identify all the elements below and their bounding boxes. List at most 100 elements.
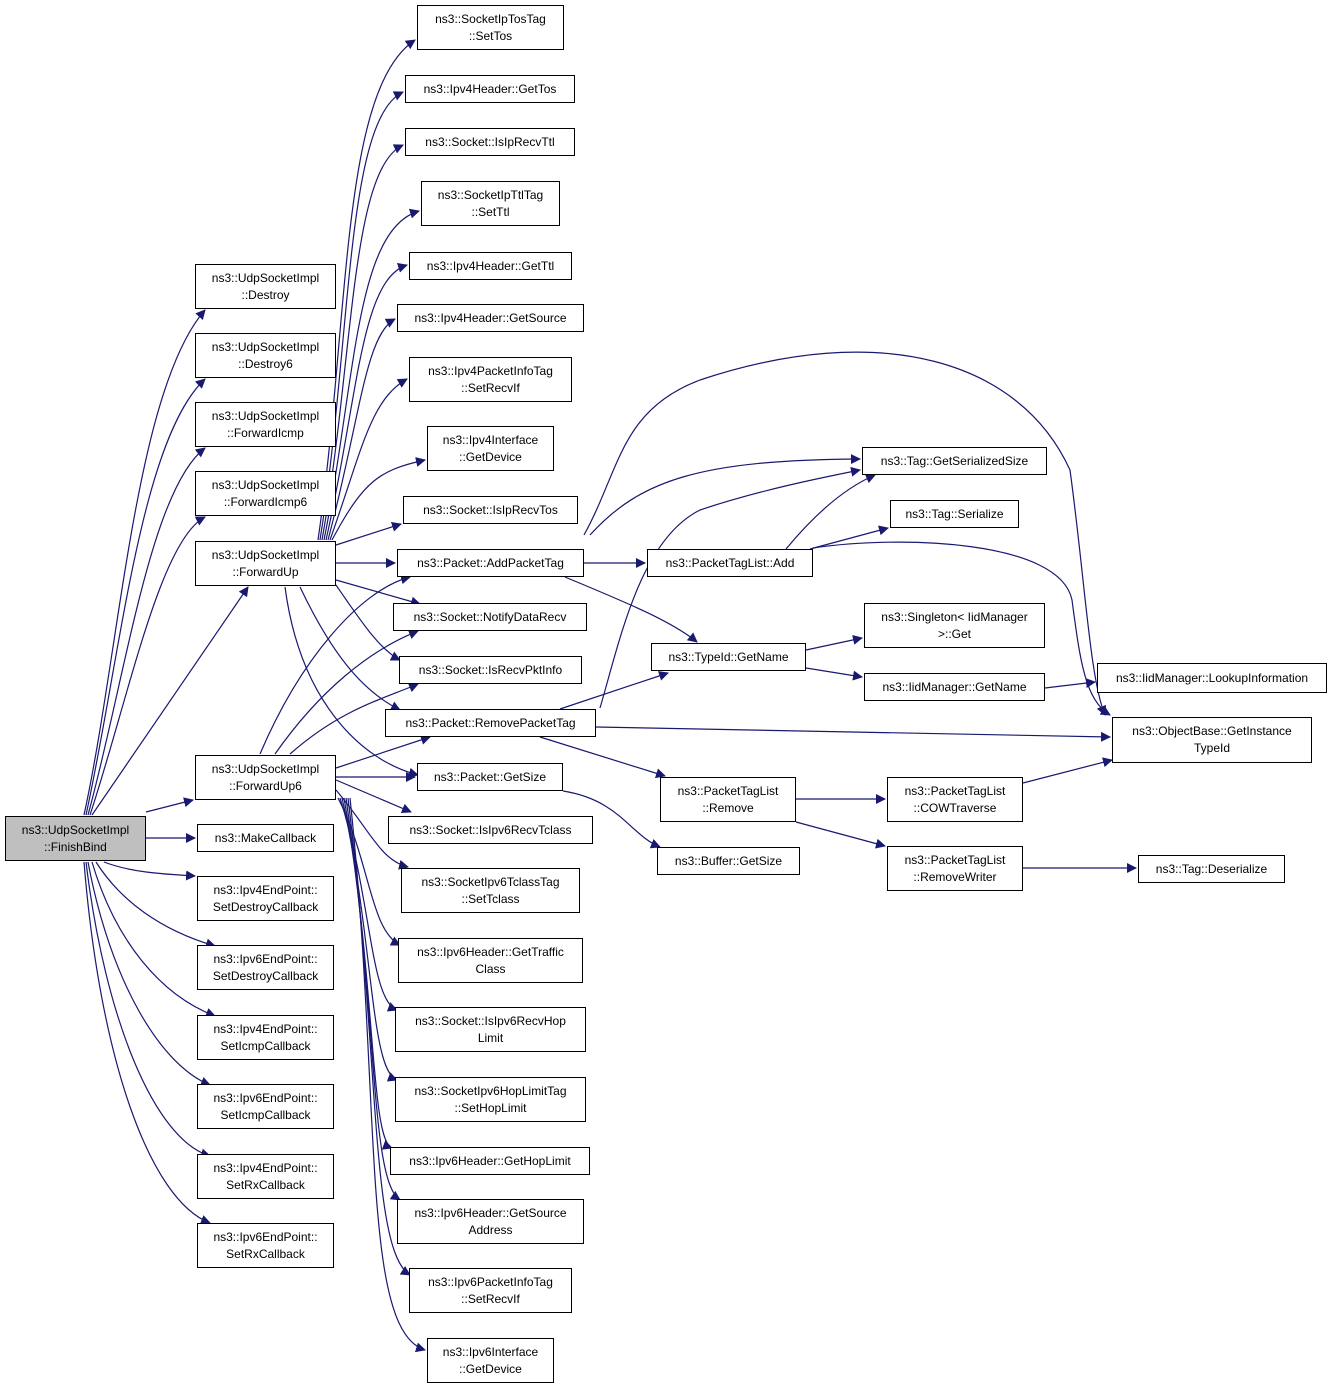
node-label-line: ::SetTos: [468, 28, 513, 43]
node-buffer-get-size[interactable]: ns3::Buffer::GetSize: [657, 847, 800, 875]
node-tag-get-serialized-size[interactable]: ns3::Tag::GetSerializedSize: [862, 447, 1047, 475]
node-ipv4-header-get-ttl[interactable]: ns3::Ipv4Header::GetTtl: [409, 252, 572, 280]
node-packet-tag-list-cow-traverse[interactable]: ns3::PacketTagList ::COWTraverse: [887, 777, 1023, 822]
node-label-line: TypeId: [1193, 741, 1231, 755]
node-label-line: Address: [468, 1222, 513, 1237]
node-label-line: ::Remove: [702, 800, 754, 815]
node-label-line: Limit: [477, 1030, 504, 1045]
node-ipv6-header-get-hop-limit[interactable]: ns3::Ipv6Header::GetHopLimit: [390, 1147, 590, 1175]
call-edge: [562, 790, 661, 849]
node-ipv6-header-get-traffic-class[interactable]: ns3::Ipv6Header::GetTraffic Class: [398, 938, 583, 983]
node-ipv6-endpoint-set-icmp-callback[interactable]: ns3::Ipv6EndPoint:: SetIcmpCallback: [197, 1084, 334, 1129]
node-make-callback[interactable]: ns3::MakeCallback: [197, 824, 334, 852]
call-edge: [795, 821, 886, 849]
node-packet-get-size[interactable]: ns3::Packet::GetSize: [417, 763, 563, 791]
node-label-line: ns3::Ipv4EndPoint::: [213, 1021, 318, 1036]
node-label-line: >::Get: [937, 626, 972, 641]
node-label-line: ns3::SocketIpv6TclassTag: [421, 874, 560, 889]
node-singleton-iid-manager-get[interactable]: ns3::Singleton< IidManager >::Get: [864, 603, 1045, 648]
node-label-line: ::SetHopLimit: [454, 1100, 527, 1115]
call-edge: [299, 586, 401, 711]
node-ipv6-endpoint-set-destroy-callback[interactable]: ns3::Ipv6EndPoint:: SetDestroyCallback: [197, 945, 334, 990]
node-tag-serialize[interactable]: ns3::Tag::Serialize: [890, 500, 1019, 528]
call-edge: [317, 39, 416, 541]
node-label-line: ns3::Tag::Deserialize: [1155, 861, 1268, 876]
node-label-line: ::ForwardIcmp: [227, 425, 304, 440]
node-label-line: ns3::Socket::IsIpv6RecvTclass: [409, 822, 572, 837]
node-iid-manager-get-name[interactable]: ns3::IidManager::GetName: [864, 673, 1045, 701]
node-label-line: SetDestroyCallback: [212, 968, 319, 983]
node-iid-manager-lookup-information[interactable]: ns3::IidManager::LookupInformation: [1097, 663, 1327, 693]
node-packet-tag-list-remove[interactable]: ns3::PacketTagList ::Remove: [660, 777, 796, 822]
node-forward-icmp6[interactable]: ns3::UdpSocketImpl ::ForwardIcmp6: [195, 471, 336, 516]
node-destroy6[interactable]: ns3::UdpSocketImpl ::Destroy6: [195, 333, 336, 378]
call-edge: [259, 574, 411, 755]
node-socket-is-ip-recv-ttl[interactable]: ns3::Socket::IsIpRecvTtl: [405, 128, 575, 156]
node-label-line: ns3::Singleton< IidManager: [881, 609, 1028, 624]
call-edge: [1022, 757, 1113, 784]
node-label-line: ns3::TypeId::GetName: [668, 649, 789, 664]
node-type-id-get-name[interactable]: ns3::TypeId::GetName: [651, 643, 806, 671]
call-edge: [103, 861, 196, 881]
node-label-line: ns3::Tag::GetSerializedSize: [880, 453, 1029, 468]
node-label-line: ::COWTraverse: [913, 800, 997, 815]
call-edge: [589, 454, 861, 536]
node-socket-ip-tos-tag-set-tos[interactable]: ns3::SocketIpTosTag ::SetTos: [417, 5, 564, 50]
node-label-line: ns3::Ipv4Header::GetSource: [414, 310, 567, 325]
node-label-line: ns3::UdpSocketImpl: [21, 822, 130, 837]
node-label-line: ::GetDevice: [459, 449, 522, 464]
call-edge: [349, 797, 426, 1353]
node-ipv4-header-get-source[interactable]: ns3::Ipv4Header::GetSource: [397, 304, 584, 332]
node-object-base-get-instance-type-id[interactable]: ns3::ObjectBase::GetInstance TypeId: [1112, 717, 1312, 763]
call-edge: [87, 447, 206, 816]
node-ipv6-interface-get-device[interactable]: ns3::Ipv6Interface ::GetDevice: [427, 1338, 554, 1383]
call-edge: [343, 797, 393, 1150]
node-label-line: ns3::Ipv6Header::GetSource: [414, 1205, 567, 1220]
call-edge: [539, 736, 666, 779]
call-edge: [805, 634, 863, 651]
call-edge: [327, 318, 396, 541]
node-ipv6-endpoint-set-rx-callback[interactable]: ns3::Ipv6EndPoint:: SetRxCallback: [197, 1223, 334, 1268]
node-forward-icmp[interactable]: ns3::UdpSocketImpl ::ForwardIcmp: [195, 402, 336, 447]
node-packet-remove-packet-tag[interactable]: ns3::Packet::RemovePacketTag: [385, 709, 596, 737]
call-edge: [274, 629, 419, 755]
node-label-line: ns3::Ipv4EndPoint::: [213, 882, 318, 897]
node-forward-up6[interactable]: ns3::UdpSocketImpl ::ForwardUp6: [195, 755, 336, 800]
node-label-line: ns3::Ipv6Header::GetHopLimit: [409, 1153, 571, 1168]
node-label-line: ns3::Ipv4Header::GetTtl: [426, 258, 555, 273]
call-edge: [335, 735, 431, 769]
node-socket-is-recv-pkt-info[interactable]: ns3::Socket::IsRecvPktInfo: [399, 656, 582, 684]
call-edge: [85, 378, 206, 816]
call-edge: [559, 671, 669, 710]
node-socket-ip-ttl-tag-set-ttl[interactable]: ns3::SocketIpTtlTag ::SetTtl: [421, 181, 560, 226]
node-packet-tag-list-add[interactable]: ns3::PacketTagList::Add: [647, 549, 813, 577]
node-finish-bind[interactable]: ns3::UdpSocketImpl ::FinishBind: [5, 816, 146, 861]
node-socket-notify-data-recv[interactable]: ns3::Socket::NotifyDataRecv: [393, 603, 587, 631]
node-label-line: ns3::Socket::IsRecvPktInfo: [418, 662, 563, 677]
node-label-line: ::ForwardIcmp6: [223, 494, 308, 509]
node-ipv4-interface-get-device[interactable]: ns3::Ipv4Interface ::GetDevice: [427, 426, 554, 471]
node-ipv4-packet-info-tag-set-recv-if[interactable]: ns3::Ipv4PacketInfoTag ::SetRecvIf: [409, 357, 572, 402]
node-socket-is-ip-recv-tos[interactable]: ns3::Socket::IsIpRecvTos: [403, 496, 578, 524]
node-socket-is-ipv6-recv-tclass[interactable]: ns3::Socket::IsIpv6RecvTclass: [388, 816, 593, 844]
node-label-line: ns3::Ipv6Interface: [442, 1344, 539, 1359]
node-ipv4-endpoint-set-destroy-callback[interactable]: ns3::Ipv4EndPoint:: SetDestroyCallback: [197, 876, 334, 921]
node-ipv6-packet-info-tag-set-recv-if[interactable]: ns3::Ipv6PacketInfoTag ::SetRecvIf: [409, 1268, 572, 1313]
node-packet-tag-list-remove-writer[interactable]: ns3::PacketTagList ::RemoveWriter: [887, 846, 1023, 891]
node-socket-is-ipv6-recv-hop-limit[interactable]: ns3::Socket::IsIpv6RecvHop Limit: [395, 1007, 586, 1052]
node-label-line: ns3::MakeCallback: [214, 830, 317, 845]
node-ipv4-header-get-tos[interactable]: ns3::Ipv4Header::GetTos: [405, 75, 575, 103]
node-ipv4-endpoint-set-icmp-callback[interactable]: ns3::Ipv4EndPoint:: SetIcmpCallback: [197, 1015, 334, 1060]
node-ipv4-endpoint-set-rx-callback[interactable]: ns3::Ipv4EndPoint:: SetRxCallback: [197, 1154, 334, 1199]
call-edge: [321, 144, 404, 541]
node-ipv6-header-get-source-address[interactable]: ns3::Ipv6Header::GetSource Address: [397, 1199, 584, 1244]
node-label-line: ::Destroy: [241, 287, 290, 302]
call-edge: [319, 91, 404, 541]
node-socket-ipv6-tclass-tag-set-tclass[interactable]: ns3::SocketIpv6TclassTag ::SetTclass: [401, 868, 580, 913]
node-packet-add-packet-tag[interactable]: ns3::Packet::AddPacketTag: [397, 549, 584, 577]
node-tag-deserialize[interactable]: ns3::Tag::Deserialize: [1138, 855, 1285, 883]
node-forward-up[interactable]: ns3::UdpSocketImpl ::ForwardUp: [195, 541, 336, 586]
node-socket-ipv6-hop-limit-tag-set-hop-limit[interactable]: ns3::SocketIpv6HopLimitTag ::SetHopLimit: [395, 1077, 586, 1122]
node-destroy[interactable]: ns3::UdpSocketImpl ::Destroy: [195, 264, 336, 309]
call-edge: [89, 516, 206, 816]
